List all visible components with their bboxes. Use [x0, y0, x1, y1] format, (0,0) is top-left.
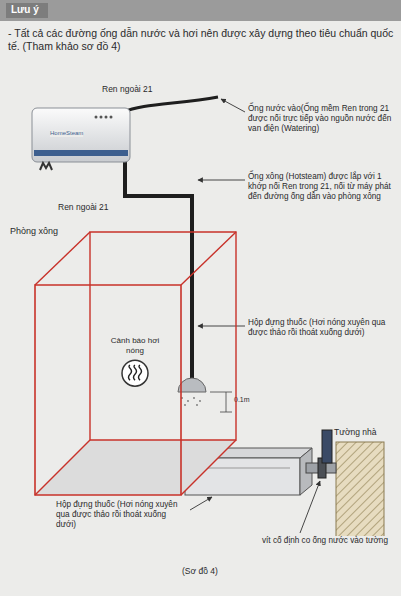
- steam-generator: [32, 108, 130, 162]
- callout-text: Hộp đựng thuốc (Hơi nóng xuyên qua được …: [248, 318, 398, 338]
- house-wall: [336, 442, 384, 540]
- leader-line: [221, 99, 245, 112]
- wall-pipe: [322, 430, 332, 463]
- leader-line: [300, 481, 320, 533]
- warning-text: Cảnh báo hơi nóng: [102, 336, 168, 355]
- section-title: Lưu ý: [11, 4, 39, 16]
- leader-line: [198, 326, 245, 327]
- warning-sign: Cảnh báo hơi nóng: [102, 336, 168, 396]
- dimension-line: [226, 392, 227, 412]
- steam-dots: [181, 397, 201, 406]
- room-heading: Phòng xông: [6, 222, 242, 237]
- steam-pipe: [125, 160, 192, 378]
- brand-logo: [40, 163, 52, 170]
- brand-text: HomeSteam: [50, 130, 83, 137]
- header-tab: [6, 3, 48, 18]
- callout-text: Hộp đựng thuốc (Hơi nóng xuyên qua được …: [56, 500, 188, 530]
- figure-caption: (Sơ đồ 4): [182, 566, 218, 576]
- medicine-box: [178, 378, 206, 392]
- thread-label: Ren ngoài 21: [102, 84, 153, 94]
- callout-text: vít cố định co ống nước vào tường: [262, 536, 394, 546]
- generator-stripe: [34, 150, 128, 156]
- water-hose: [124, 97, 218, 112]
- leader-line: [190, 497, 212, 510]
- callout-text: Ống xông (Hotsteam) được lắp với 1 khớp …: [248, 172, 398, 202]
- header-bar: [0, 0, 401, 21]
- callout-text: Ống nước vào(Ống mềm Ren trong 21 được n…: [248, 104, 398, 134]
- note-text: - Tất cả các đường ống dẫn nước và hơi n…: [8, 27, 394, 53]
- room-outline: [6, 222, 242, 502]
- wall-label: Tường nhà: [334, 427, 376, 437]
- steam-room: Phòng xôngCảnh báo hơi nóng: [6, 222, 242, 502]
- leader-line: [198, 180, 245, 181]
- thread-label: Ren ngoài 21: [58, 202, 109, 212]
